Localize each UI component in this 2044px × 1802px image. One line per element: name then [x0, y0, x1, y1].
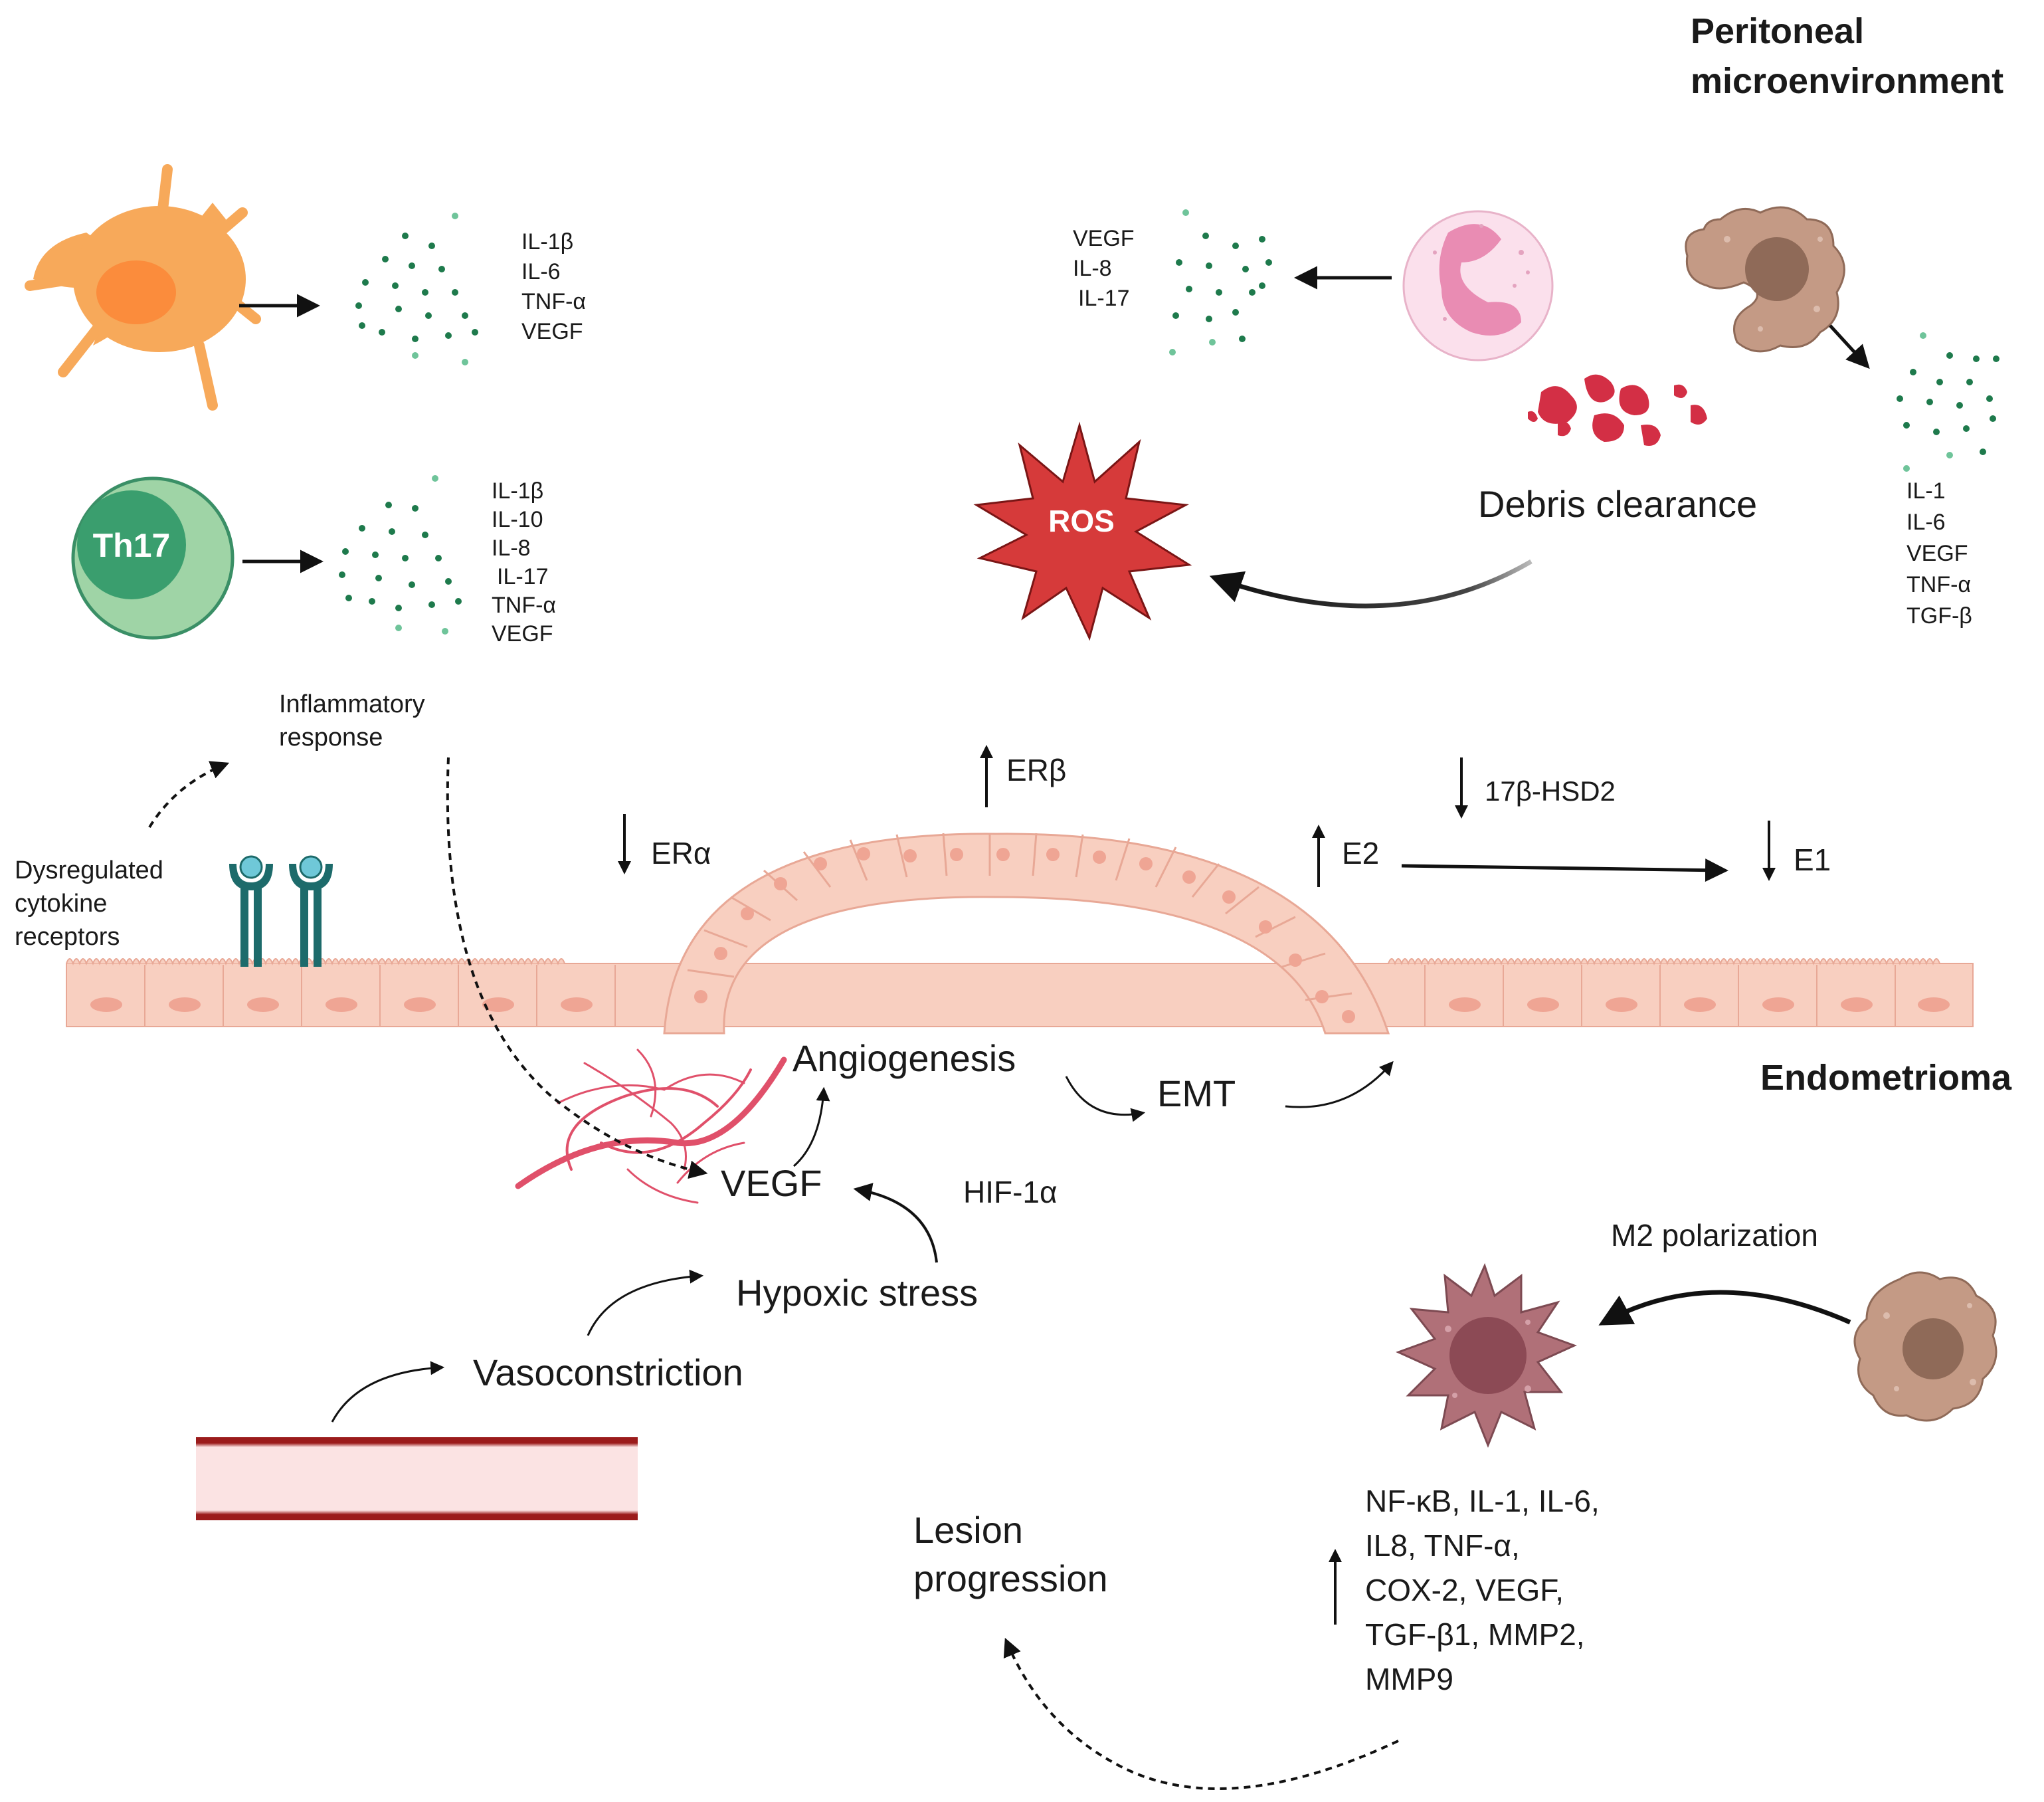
- inflammatory-response-label: Inflammatory: [279, 690, 425, 718]
- macrophage-cytokine-3: VEGF: [1906, 541, 1968, 566]
- arrow-angiogenesis-to-emt: [1065, 1076, 1146, 1122]
- arrow-emt-to-lesion: [1285, 1060, 1394, 1108]
- m2-polarization-label: M2 polarization: [1611, 1218, 1818, 1252]
- hypoxic-stress-label: Hypoxic stress: [736, 1272, 978, 1314]
- th17-cell-icon: Th17: [71, 476, 234, 640]
- section-title-peritoneal: Peritoneal: [1691, 11, 1864, 51]
- blood-vessel-icon: [196, 1437, 638, 1520]
- neutrophil-cytokine-1: VEGF: [1073, 226, 1135, 251]
- macrophage-cytokine-4: TNF-α: [1906, 572, 1971, 597]
- th17-cytokine-6: VEGF: [492, 621, 553, 647]
- dendritic-cytokine-2: IL-6: [521, 259, 561, 284]
- dashed-arrow-to-lesion-progression: [1003, 1637, 1399, 1790]
- th17-cytokine-5: TNF-α: [492, 593, 556, 618]
- angiogenesis-label: Angiogenesis: [792, 1037, 1016, 1079]
- arrow-macrophage-to-cytokines: [1829, 324, 1870, 369]
- dysregulated-label-1: Dysregulated: [15, 856, 163, 884]
- section-title-endometrioma: Endometrioma: [1760, 1058, 2012, 1098]
- m2-factor-3: COX-2, VEGF,: [1365, 1573, 1564, 1607]
- vegf-label: VEGF: [721, 1162, 822, 1204]
- neutrophil-cytokine-2: IL-8: [1073, 256, 1112, 281]
- th17-label: Th17: [93, 527, 171, 564]
- hsd-label: 17β-HSD2: [1485, 775, 1616, 807]
- cytokine-dots-th17: [339, 475, 462, 635]
- m2-factor-5: MMP9: [1365, 1662, 1453, 1696]
- th17-cytokine-4: IL-17: [497, 564, 549, 589]
- dysregulated-label-2: cytokine: [15, 890, 107, 918]
- epithelium-layer: [66, 958, 1974, 1027]
- arrow-vasoconstriction-to-hypoxic: [587, 1269, 704, 1336]
- cytokine-receptor-icon: [229, 855, 273, 967]
- dendritic-cell-icon: [25, 164, 261, 411]
- vasoconstriction-label: Vasoconstriction: [473, 1352, 743, 1393]
- macrophage-cell-icon: [1685, 206, 1845, 353]
- new-blood-vessels-icon: [515, 1049, 787, 1204]
- th17-cytokine-1: IL-1β: [492, 478, 543, 504]
- cytokine-dots-macrophage: [1897, 332, 1999, 472]
- m2-factor-1: NF-κB, IL-1, IL-6,: [1365, 1484, 1600, 1518]
- th17-cytokine-3: IL-8: [492, 536, 531, 561]
- debris-clearance-label: Debris clearance: [1478, 483, 1757, 525]
- inflammatory-response-label-2: response: [279, 724, 383, 751]
- dysregulated-label-3: receptors: [15, 923, 120, 951]
- arrow-macrophage-to-m2: [1598, 1290, 1851, 1326]
- dendritic-cytokine-1: IL-1β: [521, 229, 573, 254]
- m2-macrophage-icon: [1396, 1262, 1577, 1449]
- neutrophil-cell-icon: [1402, 210, 1554, 361]
- th17-cytokine-2: IL-10: [492, 507, 543, 532]
- macrophage-cytokine-2: IL-6: [1906, 510, 1946, 535]
- er-beta-label: ERβ: [1006, 753, 1066, 787]
- lesion-progression-label-1: Lesion: [913, 1509, 1023, 1551]
- hif-label: HIF-1α: [963, 1175, 1058, 1209]
- er-alpha-label: ERα: [651, 836, 711, 870]
- emt-label: EMT: [1157, 1072, 1236, 1114]
- e2-label: E2: [1342, 836, 1379, 870]
- dendritic-cytokine-4: VEGF: [521, 319, 583, 344]
- section-title-peritoneal-2: microenvironment: [1691, 61, 2003, 101]
- dashed-arrow-to-inflammatory: [148, 761, 230, 829]
- arrow-e2-to-e1: [1401, 858, 1728, 882]
- cytokine-dots-neutrophil: [1169, 209, 1272, 355]
- ros-label: ROS: [1048, 504, 1115, 538]
- resting-macrophage-icon: [1853, 1271, 1998, 1422]
- e1-label: E1: [1794, 843, 1831, 877]
- m2-factor-4: TGF-β1, MMP2,: [1365, 1617, 1585, 1652]
- arrow-hypoxic-to-vegf: [853, 1183, 938, 1263]
- cytokine-receptor-icon-2: [289, 855, 333, 967]
- macrophage-cytokine-1: IL-1: [1906, 478, 1946, 504]
- lesion-progression-label-2: progression: [913, 1557, 1108, 1599]
- endometrioma-epithelium-arch: [663, 833, 1390, 1035]
- cytokine-dots-dendritic: [355, 213, 478, 365]
- arrow-debris-to-ros: [1209, 559, 1533, 609]
- arrow-vessel-to-vasoconstriction: [331, 1361, 445, 1423]
- dendritic-cytokine-3: TNF-α: [521, 289, 586, 314]
- m2-factor-2: IL8, TNF-α,: [1365, 1528, 1520, 1563]
- arrow-vegf-to-angiogenesis: [793, 1086, 830, 1167]
- macrophage-cytokine-5: TGF-β: [1906, 603, 1972, 629]
- cell-debris-icon: [1528, 374, 1707, 446]
- neutrophil-cytokine-3: IL-17: [1078, 286, 1130, 311]
- ros-burst-icon: ROS: [973, 421, 1192, 641]
